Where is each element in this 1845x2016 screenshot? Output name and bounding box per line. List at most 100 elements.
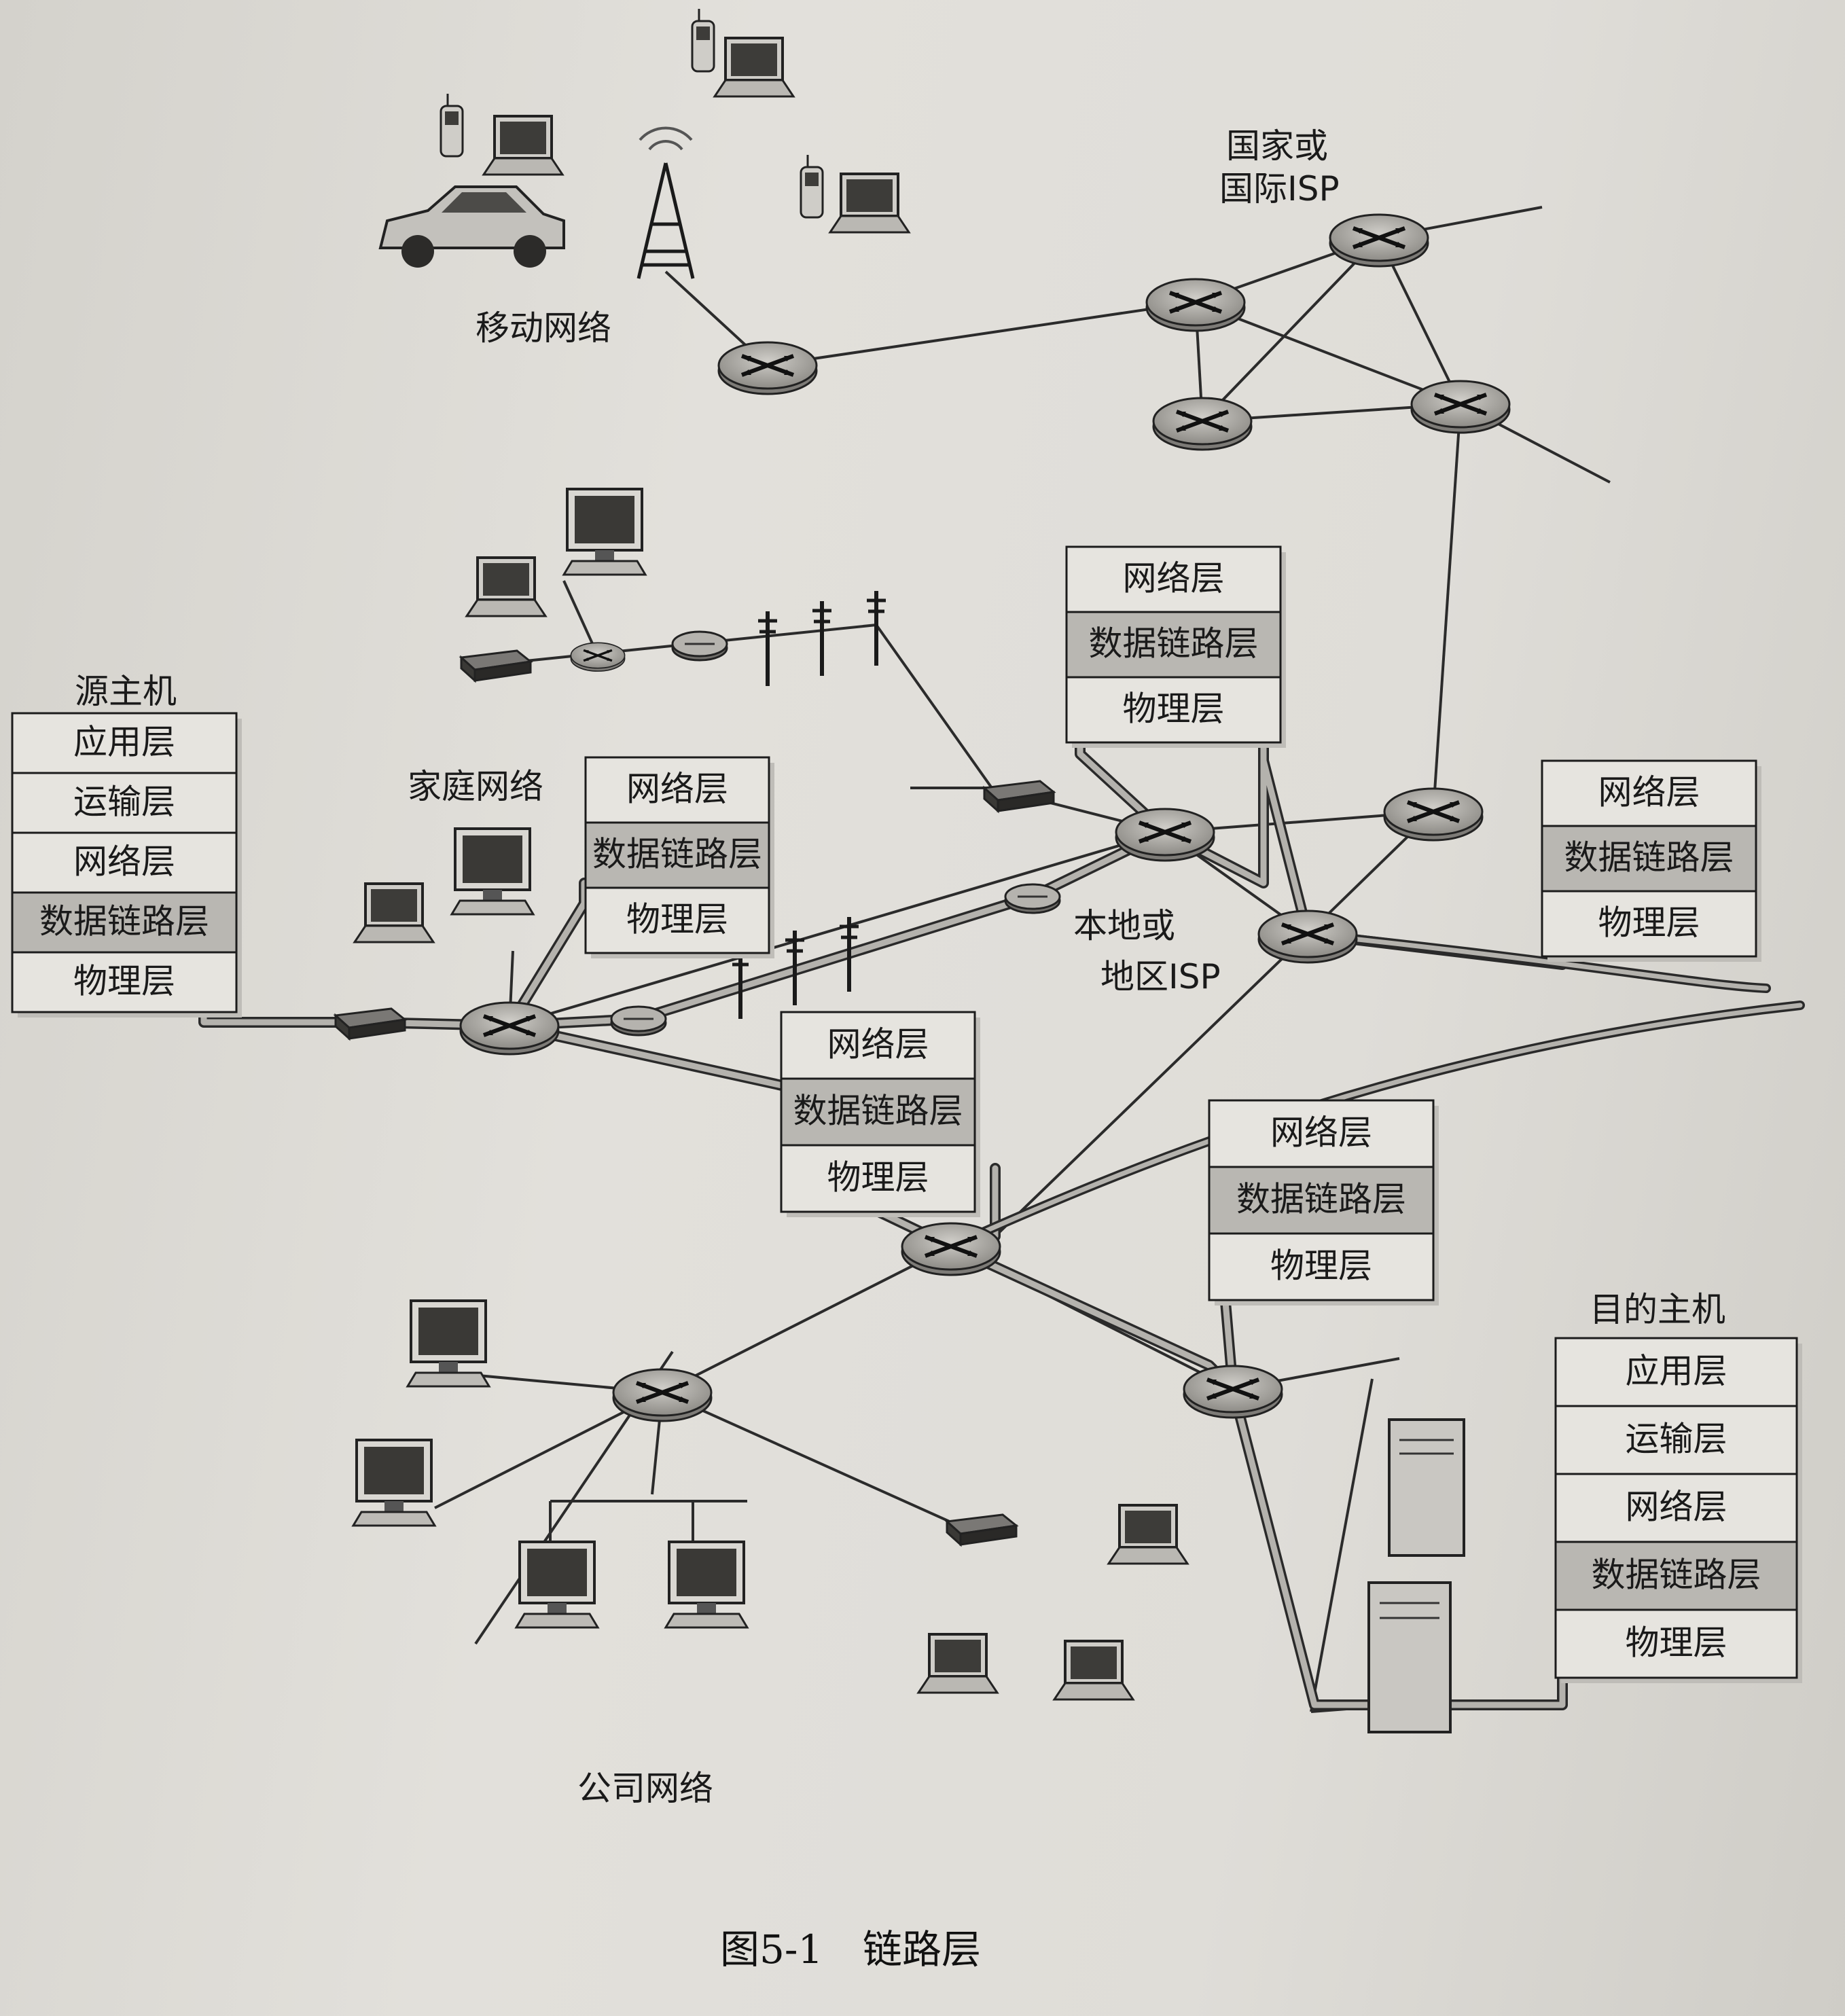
stack-layer-label: 应用层 — [1626, 1352, 1727, 1391]
protocol-stacks: 应用层运输层网络层数据链路层物理层应用层运输层网络层数据链路层物理层网络层数据链… — [11, 545, 1802, 1683]
stack-layer-box — [1554, 1405, 1798, 1475]
wireless-router-icon — [946, 1513, 1018, 1546]
modem-icon — [460, 649, 532, 682]
stack-layer-box — [780, 1144, 976, 1213]
router-national-3 — [1153, 398, 1251, 450]
monitor-icon — [664, 1541, 749, 1629]
hub-icon — [610, 1005, 667, 1037]
stack-layer-label: 数据链路层 — [1564, 838, 1734, 878]
server-icon — [1367, 1581, 1452, 1733]
stack-layer-box — [1554, 1473, 1798, 1543]
figure-caption-number: 图5-1 — [720, 1926, 823, 1973]
router-local-1 — [1116, 809, 1214, 861]
monitor-icon — [450, 827, 535, 916]
stack-layer-label: 数据链路层 — [1236, 1180, 1406, 1219]
laptop-icon — [1107, 1504, 1189, 1565]
router-small-top — [569, 641, 626, 672]
stack-layer-box — [11, 772, 238, 834]
stack-layer-label: 数据链路层 — [39, 902, 209, 941]
utility-pole-icon — [812, 601, 831, 676]
stack-layer-label: 运输层 — [1626, 1420, 1727, 1459]
laptop-icon — [353, 882, 435, 943]
stack-layer-box — [1208, 1099, 1435, 1168]
utility-pole-icon — [758, 611, 777, 686]
stack-layer-box — [1554, 1541, 1798, 1611]
laptop-icon — [713, 37, 795, 98]
stack-layer-label: 网络层 — [1626, 1488, 1727, 1527]
phone-icon — [800, 154, 824, 219]
cable-modem-icon — [983, 780, 1055, 812]
laptop-icon — [1053, 1640, 1134, 1701]
laptop-icon — [482, 115, 564, 176]
stack-layer-label: 数据链路层 — [1089, 624, 1259, 664]
label-local-isp-1: 本地或 — [1073, 906, 1175, 946]
router-national-4 — [1412, 381, 1509, 433]
stack-layer-label: 数据链路层 — [592, 835, 762, 874]
router-home — [461, 1003, 558, 1054]
label-mobile-network: 移动网络 — [476, 308, 611, 348]
stack-layer-label: 物理层 — [626, 900, 728, 939]
stack-layer-label: 数据链路层 — [793, 1092, 963, 1131]
stack-layer-box — [584, 886, 770, 954]
stack-layer-label: 物理层 — [1598, 903, 1700, 943]
monitor-icon — [515, 1541, 599, 1629]
monitor-icon — [406, 1299, 490, 1388]
router-national-2 — [1330, 215, 1428, 266]
stack-layer-box — [1541, 890, 1757, 958]
stack-layer-box — [584, 821, 770, 889]
stack-layer-box — [11, 951, 238, 1013]
stack-layer-label: 网络层 — [1598, 773, 1700, 812]
router-national-1 — [1147, 279, 1244, 331]
phone-icon — [691, 7, 715, 73]
devices — [334, 7, 1465, 1733]
router-local-3 — [1259, 911, 1357, 962]
stack-layer-box — [780, 1011, 976, 1080]
label-source-host: 源主机 — [75, 672, 177, 711]
label-national-isp-2: 国际ISP — [1219, 169, 1340, 209]
stack-layer-label: 网络层 — [827, 1025, 929, 1064]
utility-pole-icon — [867, 591, 886, 666]
hub-icon — [1004, 883, 1061, 914]
laptop-icon — [917, 1633, 999, 1694]
labels: 移动网络 国家或 国际ISP 家庭网络 本地或 地区ISP 源主机 目的主机 公… — [75, 126, 1725, 1973]
phone-icon — [440, 92, 464, 158]
stack-layer-label: 网络层 — [1123, 559, 1225, 598]
stack-layer-box — [1065, 545, 1282, 613]
car-icon — [378, 185, 565, 268]
stack-layer-label: 网络层 — [626, 770, 728, 809]
label-home-network: 家庭网络 — [408, 767, 543, 806]
stack-layer-box — [1208, 1232, 1435, 1301]
label-national-isp-1: 国家或 — [1226, 126, 1328, 166]
router-mobile — [719, 342, 817, 394]
stack-layer-box — [1541, 759, 1757, 827]
stack-layer-box — [1554, 1608, 1798, 1679]
laptop-icon — [829, 173, 910, 234]
stack-layer-label: 网络层 — [1270, 1113, 1372, 1153]
stack-layer-label: 网络层 — [73, 842, 175, 882]
stack-layer-label: 物理层 — [1123, 689, 1225, 729]
router-corp-edge — [902, 1223, 1000, 1275]
figure-caption-title: 链路层 — [863, 1926, 981, 1973]
router-corp — [613, 1369, 711, 1421]
stack-layer-label: 物理层 — [73, 962, 175, 1001]
stack-layer-box — [11, 831, 238, 894]
label-corporate-network: 公司网络 — [577, 1769, 713, 1808]
laptop-icon — [465, 556, 547, 617]
router-local-2 — [1384, 789, 1482, 840]
modem-icon — [334, 1007, 406, 1040]
stack-layer-label: 物理层 — [1270, 1246, 1372, 1286]
cell-tower-icon — [637, 126, 695, 279]
monitor-icon — [352, 1439, 436, 1527]
stack-layer-box — [11, 891, 238, 954]
label-dest-host: 目的主机 — [1590, 1290, 1725, 1329]
stack-layer-label: 物理层 — [827, 1158, 929, 1198]
